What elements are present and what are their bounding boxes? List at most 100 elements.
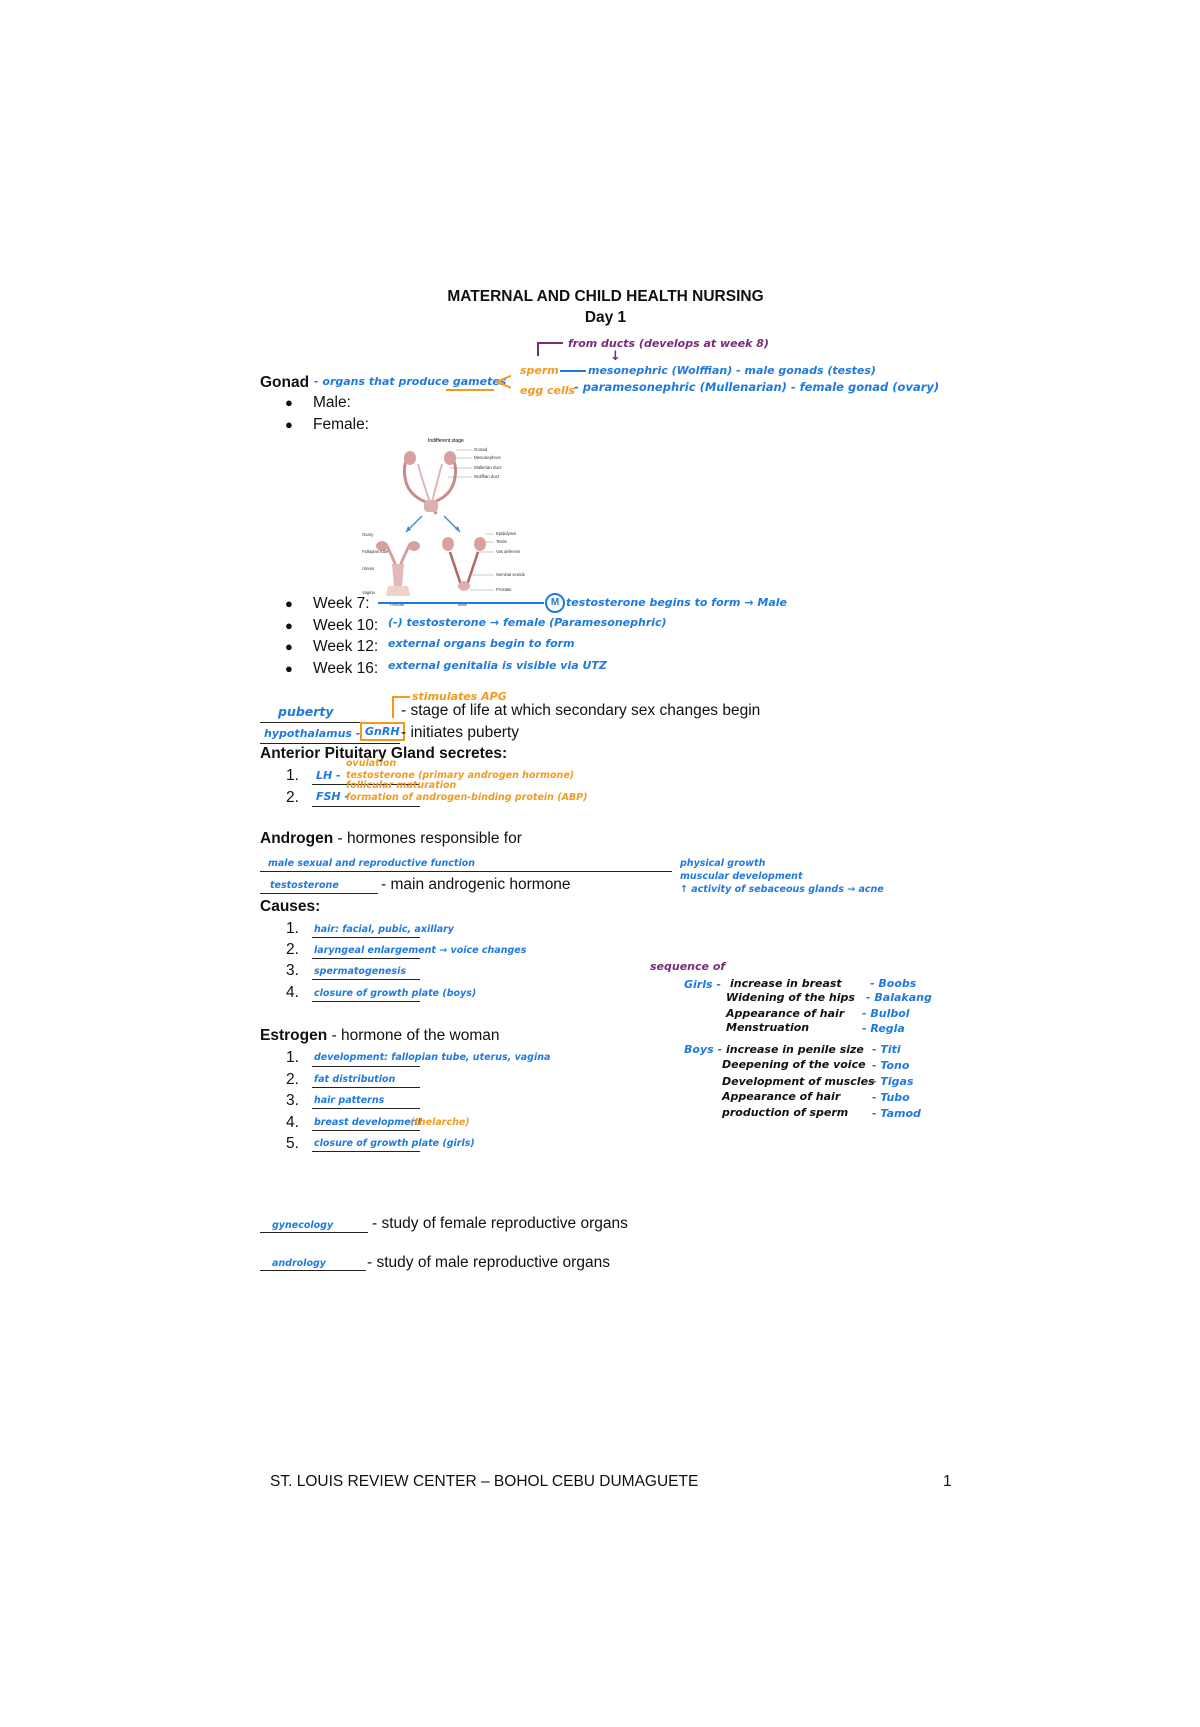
- figure-label-ovary: Ovary: [362, 532, 374, 537]
- week-7-label: Week 7:: [313, 595, 370, 612]
- estrogen-item-5-fill: closure of growth plate (girls): [314, 1138, 475, 1149]
- egg-label: egg cells: [520, 384, 576, 397]
- estrogen-line: Estrogen - hormone of the woman: [260, 1027, 500, 1045]
- estrogen-blank: [312, 1087, 420, 1088]
- causes-item-number: 2.: [286, 941, 299, 958]
- lh-note: testosterone (primary androgen hormone): [346, 770, 575, 781]
- estrogen-item-2-fill: fat distribution: [314, 1074, 396, 1085]
- apg-item-number: 1.: [286, 767, 299, 784]
- gynecology-blank: [260, 1232, 368, 1233]
- puberty-definition: - stage of life at which secondary sex c…: [401, 702, 761, 719]
- androgen-side-note: muscular development: [680, 871, 803, 882]
- week-16-label: Week 16:: [313, 660, 379, 677]
- figure-label-fallopian: Fallopian tube: [362, 549, 389, 554]
- sperm-path: mesonephric (Wolffian) - male gonads (te…: [588, 364, 876, 377]
- gonad-arrow-note: from ducts (develops at week 8): [568, 337, 769, 350]
- andrology-fill: andrology: [272, 1258, 326, 1269]
- week-16-note: external genitalia is visible via UTZ: [388, 659, 607, 672]
- gnrh-box: GnRH: [360, 722, 405, 741]
- boys-tag: - Tubo: [872, 1091, 910, 1104]
- figure-label-uterus: Uterus: [362, 566, 374, 571]
- lh-blank: [312, 784, 420, 785]
- orange-arrow-vertical: [392, 696, 394, 718]
- girls-item: Menstruation: [726, 1021, 810, 1034]
- bullet-icon: ●: [285, 417, 293, 432]
- bullet-icon: ●: [285, 661, 293, 676]
- figure-label-vas-deferens: Vas deferens: [496, 549, 520, 554]
- egg-path: - paramesonephric (Mullenarian) - female…: [574, 380, 940, 394]
- androgen-line: Androgen - hormones responsible for: [260, 830, 522, 848]
- figure-label-mullerian: Müllerian duct: [474, 465, 502, 470]
- causes-heading: Causes:: [260, 898, 321, 915]
- hypothalamus-blank: [260, 743, 400, 744]
- fsh-note: formation of androgen-binding protein (A…: [346, 792, 588, 803]
- figure-label-epididymis: Epididymis: [496, 531, 516, 536]
- estrogen-blank: [312, 1130, 420, 1131]
- apg-item-number: 2.: [286, 789, 299, 806]
- sperm-label: sperm: [520, 364, 559, 377]
- down-arrow-icon: ↓: [610, 349, 621, 364]
- causes-item-1-fill: hair: facial, pubic, axillary: [314, 924, 454, 935]
- gynecology-definition: - study of female reproductive organs: [372, 1215, 628, 1232]
- figure-label-testis: Testis: [496, 539, 507, 544]
- andrology-definition: - study of male reproductive organs: [367, 1254, 610, 1271]
- boys-tag: - Tono: [872, 1059, 910, 1072]
- boys-tag: - Titi: [872, 1043, 901, 1056]
- gonad-label: Gonad: [260, 374, 310, 391]
- male-marker-icon: M: [545, 593, 565, 613]
- bracket-icon: <: [496, 366, 513, 397]
- week-10-note: (-) testosterone → female (Paramesonephr…: [388, 616, 667, 629]
- andrology-blank: [260, 1270, 366, 1271]
- estrogen-item-4-fill: breast development: [314, 1117, 422, 1128]
- estrogen-item-3-fill: hair patterns: [314, 1095, 385, 1106]
- estrogen-item-1-fill: development: fallopian tube, uterus, vag…: [314, 1052, 551, 1063]
- figure-caption-male: Male: [458, 602, 468, 607]
- gonad-item-male: Male:: [313, 394, 351, 411]
- boys-item: Development of muscles: [722, 1075, 875, 1088]
- week-10-label: Week 10:: [313, 617, 379, 634]
- causes-blank: [312, 958, 420, 959]
- girls-item: increase in breast: [730, 977, 842, 990]
- puberty-arrow-note: stimulates APG: [412, 690, 507, 703]
- causes-blank: [312, 979, 420, 980]
- causes-item-number: 1.: [286, 920, 299, 937]
- figure-label-seminal-vesicle: Seminal vesicle: [496, 572, 526, 577]
- hypothalamus-fill: hypothalamus -: [264, 727, 361, 740]
- causes-item-4-fill: closure of growth plate (boys): [314, 988, 477, 999]
- estrogen-item-number: 5.: [286, 1135, 299, 1152]
- girls-item: Widening of the hips: [726, 991, 855, 1004]
- apg-heading: Anterior Pituitary Gland secretes:: [260, 745, 508, 762]
- figure-label-mesonephros: Mesonephros: [474, 455, 501, 460]
- figure-caption-female: Female: [390, 602, 405, 607]
- fsh-fill: FSH -: [316, 790, 350, 803]
- gonad-note: - organs that produce gametes: [314, 375, 507, 388]
- androgen-blank: [260, 871, 672, 872]
- gynecology-fill: gynecology: [272, 1220, 334, 1231]
- causes-item-number: 4.: [286, 984, 299, 1001]
- girls-tag: - Balakang: [866, 991, 932, 1004]
- puberty-fill: puberty: [278, 704, 334, 719]
- gametes-underline: [446, 389, 494, 391]
- figure-label-vagina: Vagina: [362, 590, 375, 595]
- lh-fill: LH -: [316, 769, 341, 782]
- androgen-fill: male sexual and reproductive function: [268, 858, 476, 869]
- boys-item: production of sperm: [722, 1106, 849, 1119]
- hypothalamus-definition: - initiates puberty: [401, 724, 520, 741]
- purple-arrow-horizontal: [537, 342, 563, 344]
- boys-tag: - Tamod: [872, 1107, 921, 1120]
- boys-item: Deepening of the voice: [722, 1058, 866, 1071]
- figure-label-wolffian: Wolffian duct: [474, 474, 500, 479]
- estrogen-item-number: 4.: [286, 1114, 299, 1131]
- boys-label: Boys -: [684, 1043, 723, 1056]
- causes-item-number: 3.: [286, 962, 299, 979]
- causes-blank: [312, 1001, 420, 1002]
- estrogen-item-4-extra: (thelarche): [410, 1117, 470, 1128]
- week-7-note: testosterone begins to form → Male: [566, 596, 787, 609]
- puberty-blank: [260, 722, 392, 723]
- androgen-side-note: physical growth: [680, 858, 766, 869]
- footer-text: ST. LOUIS REVIEW CENTER – BOHOL CEBU DUM…: [270, 1473, 699, 1490]
- page-title: MATERNAL AND CHILD HEALTH NURSING: [447, 288, 764, 305]
- page-subtitle: Day 1: [584, 309, 627, 326]
- fsh-blank: [312, 806, 420, 807]
- figure-label-gonad: Gonad: [474, 447, 488, 452]
